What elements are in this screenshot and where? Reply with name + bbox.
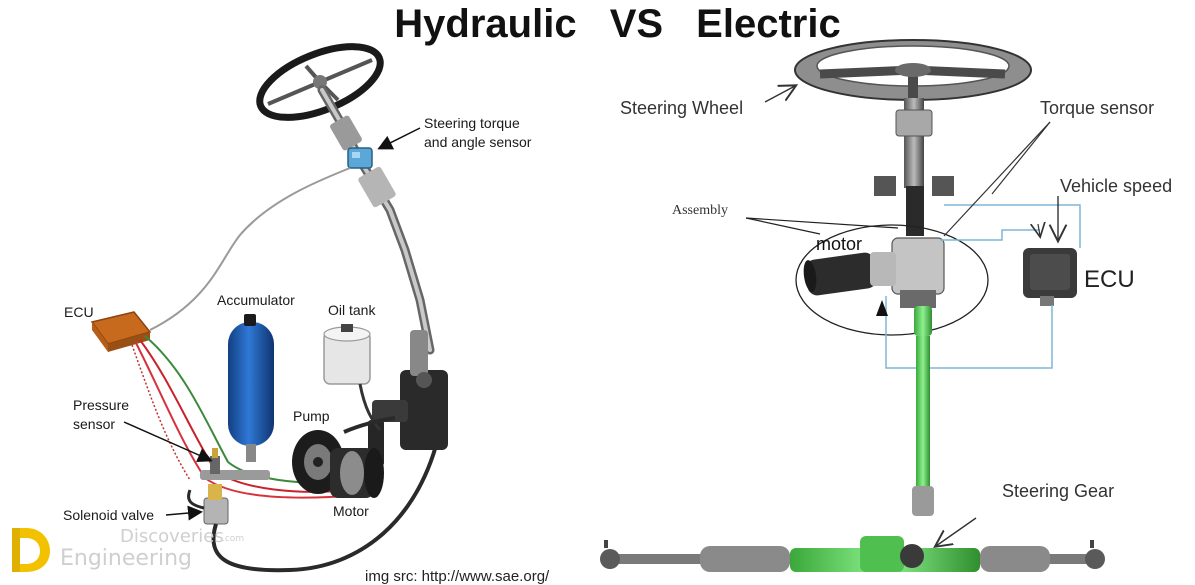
label-steering-gear: Steering Gear xyxy=(1002,481,1115,501)
electric-motor-part xyxy=(803,252,896,296)
solenoid-valve-part xyxy=(203,484,229,525)
label-hydraulic-motor: Motor xyxy=(333,503,369,519)
watermark-dotcom: .com xyxy=(222,534,245,544)
assembly-pointer-1 xyxy=(745,217,821,235)
label-pressure-sensor-line2: sensor xyxy=(73,416,116,432)
label-torque-angle-sensor-line1: Steering torque xyxy=(424,115,520,131)
label-hydraulic-ecu: ECU xyxy=(64,304,94,320)
oil-tank-part xyxy=(323,324,382,431)
wheel-pointer-arrow xyxy=(764,86,795,103)
hydraulic-motor-part xyxy=(330,448,384,498)
steering-gear-rack xyxy=(600,536,1105,572)
torque-angle-sensor-part xyxy=(347,147,373,169)
electric-assembly-housing xyxy=(891,237,945,308)
electric-ecu-box xyxy=(1023,248,1077,306)
watermark-logo xyxy=(12,528,50,572)
label-solenoid-valve: Solenoid valve xyxy=(63,507,155,523)
label-pump: Pump xyxy=(293,408,330,424)
label-accumulator: Accumulator xyxy=(217,292,295,308)
assembly-pointer-2 xyxy=(745,217,899,229)
watermark-line1: Discoveries xyxy=(120,526,224,547)
label-torque-sensor: Torque sensor xyxy=(1040,98,1155,118)
page-title: Hydraulic VS Electric xyxy=(394,2,841,46)
solenoid-pointer-arrow xyxy=(165,505,203,521)
image-source-credit: img src: http://www.sae.org/ xyxy=(365,568,550,585)
electric-system xyxy=(600,39,1105,572)
hydraulic-ecu-box xyxy=(90,311,152,352)
label-electric-motor: motor xyxy=(816,234,863,254)
label-vehicle-speed: Vehicle speed xyxy=(1060,176,1173,196)
pressure-sensor-part xyxy=(210,448,220,474)
watermark-line2: Engineering xyxy=(60,546,192,571)
accumulator-part xyxy=(228,314,274,462)
label-assembly: Assembly xyxy=(672,203,728,218)
label-oil-tank: Oil tank xyxy=(328,302,376,318)
ecu-input-arrow xyxy=(1038,224,1040,236)
torque-pointer-arrow-2 xyxy=(943,121,1051,237)
hydraulic-steering-wheel xyxy=(256,43,384,121)
assembly-ellipse xyxy=(795,224,989,336)
label-steering-wheel: Steering Wheel xyxy=(620,98,744,118)
hydraulic-system xyxy=(90,43,448,573)
torque-pointer-arrow-1 xyxy=(991,121,1051,195)
label-torque-angle-sensor-line2: and angle sensor xyxy=(424,134,532,150)
electric-steering-wheel xyxy=(794,39,1032,101)
label-electric-ecu: ECU xyxy=(1084,266,1135,293)
gear-pointer-arrow xyxy=(936,517,977,546)
pressure-pointer-arrow xyxy=(123,421,213,463)
label-pressure-sensor-line1: Pressure xyxy=(73,397,130,413)
sensor-pointer-arrow xyxy=(377,127,421,150)
